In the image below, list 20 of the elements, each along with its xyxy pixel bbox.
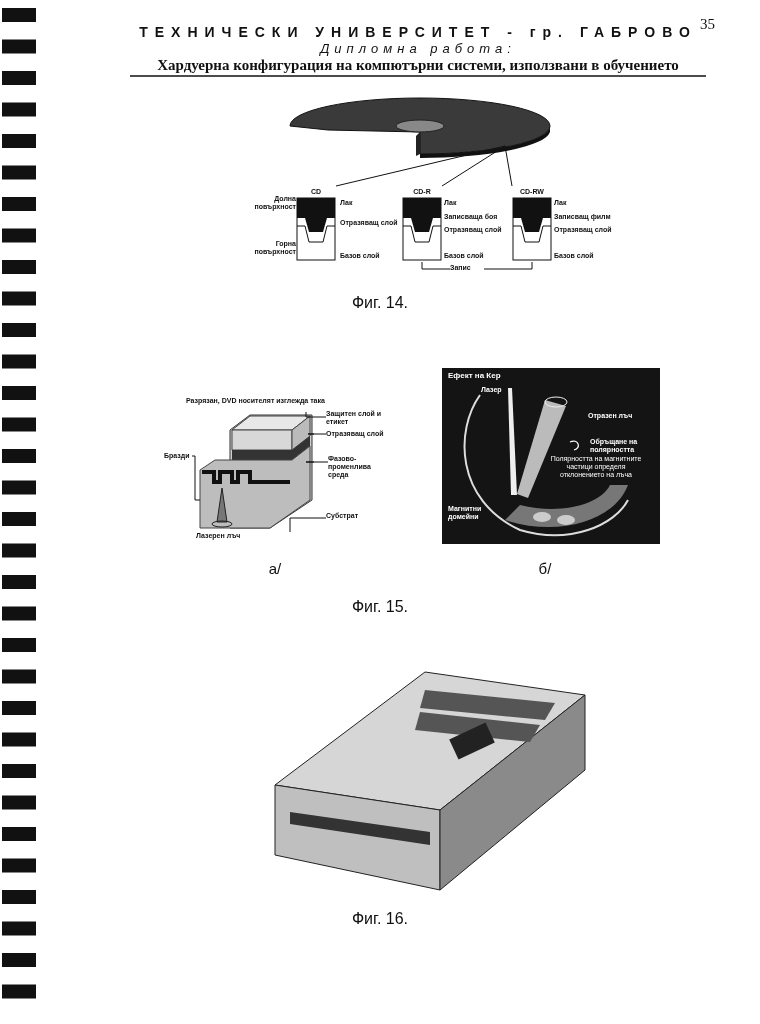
label-text: Фиг. 14. [350, 294, 410, 312]
connector-line [305, 411, 327, 418]
connector-line [289, 517, 327, 533]
label-text: Хардуерна конфигурация на компютърни системи, използвани в обучението [156, 57, 680, 74]
connector-line [483, 261, 533, 270]
connector-line [504, 145, 513, 187]
connector-line [335, 145, 506, 187]
label-text: а/ [267, 560, 283, 577]
connector-line [191, 455, 201, 501]
label-text: Дипломна работа: [318, 41, 517, 56]
label-text: 35 [700, 16, 716, 33]
label-text: ТЕХНИЧЕСКИ УНИВЕРСИТЕТ - гр. ГАБРОВО [138, 24, 698, 40]
label-text: Ефект на Кер [448, 371, 502, 380]
label-text: Фиг. 16. [350, 910, 410, 928]
connector-line [307, 433, 327, 435]
connector-line [441, 145, 506, 187]
label-text: б/ [537, 560, 553, 577]
label-text: Фиг. 15. [350, 598, 410, 616]
connector-line [421, 261, 451, 270]
connector-line [305, 461, 329, 463]
